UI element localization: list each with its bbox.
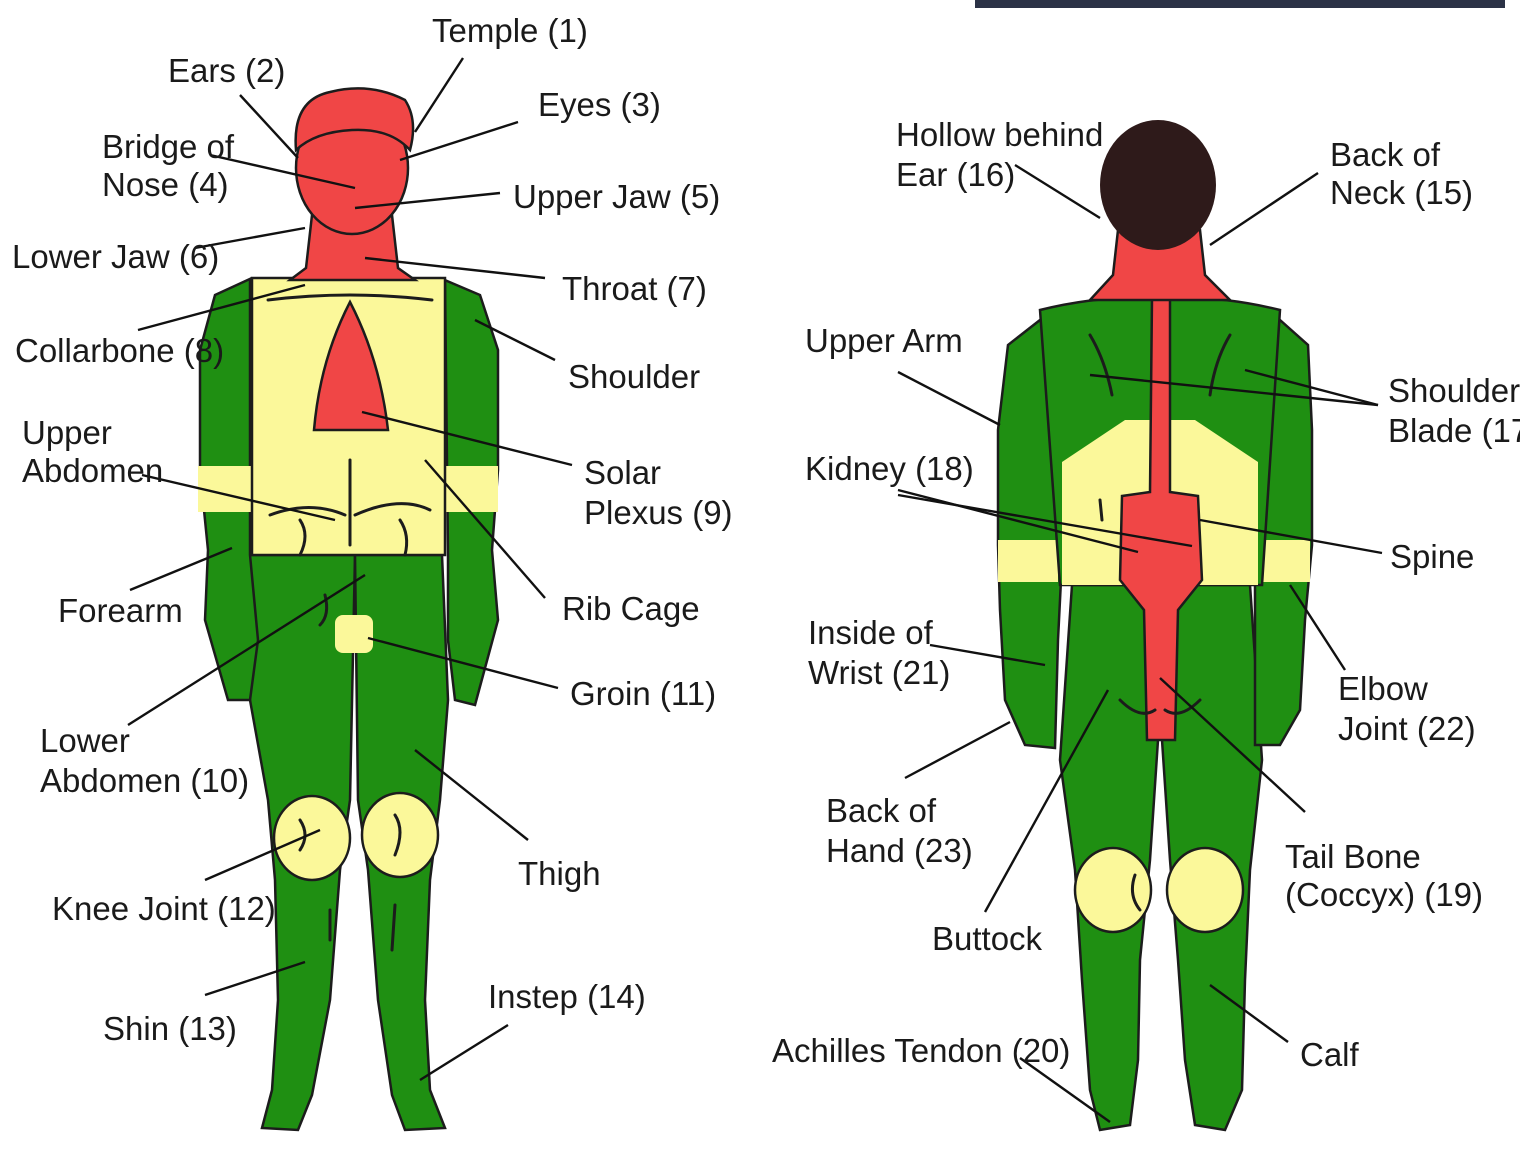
label-kidney: Kidney (18) bbox=[805, 450, 974, 487]
front-right-arm-band bbox=[446, 466, 498, 512]
label-back-of-neck-line2: Neck (15) bbox=[1330, 174, 1473, 211]
label-solar-plexus-line1: Solar bbox=[584, 454, 661, 491]
label-shoulder: Shoulder bbox=[568, 358, 700, 395]
label-temple: Temple (1) bbox=[432, 12, 588, 49]
label-shoulder-blade-line2: Blade (17) bbox=[1388, 412, 1520, 449]
label-back-of-neck-line1: Back of bbox=[1330, 136, 1441, 173]
label-upper-jaw: Upper Jaw (5) bbox=[513, 178, 720, 215]
label-bridge-of-nose-line2: Nose (4) bbox=[102, 166, 229, 203]
label-shoulder-blade-line1: Shoulder bbox=[1388, 372, 1520, 409]
label-throat: Throat (7) bbox=[562, 270, 707, 307]
label-rib-cage: Rib Cage bbox=[562, 590, 700, 627]
label-lower-abdomen-line2: Abdomen (10) bbox=[40, 762, 249, 799]
label-elbow-joint-line1: Elbow bbox=[1338, 670, 1428, 707]
label-shin: Shin (13) bbox=[103, 1010, 237, 1047]
label-tail-bone-line1: Tail Bone bbox=[1285, 838, 1421, 875]
label-lower-jaw: Lower Jaw (6) bbox=[12, 238, 219, 275]
label-back-of-hand-line1: Back of bbox=[826, 792, 937, 829]
label-hollow-behind-ear-line2: Ear (16) bbox=[896, 156, 1015, 193]
back-right-knee bbox=[1167, 848, 1243, 932]
label-tail-bone-line2: (Coccyx) (19) bbox=[1285, 876, 1483, 913]
label-calf: Calf bbox=[1300, 1036, 1360, 1073]
label-inside-of-wrist-line1: Inside of bbox=[808, 614, 934, 651]
front-figure bbox=[198, 88, 498, 1130]
label-elbow-joint-line2: Joint (22) bbox=[1338, 710, 1476, 747]
label-knee-joint: Knee Joint (12) bbox=[52, 890, 276, 927]
label-ears: Ears (2) bbox=[168, 52, 285, 89]
label-thigh: Thigh bbox=[518, 855, 601, 892]
label-achilles-tendon: Achilles Tendon (20) bbox=[772, 1032, 1070, 1069]
label-lower-abdomen-line1: Lower bbox=[40, 722, 130, 759]
label-upper-abdomen-line2: Abdomen bbox=[22, 452, 163, 489]
back-head bbox=[1100, 120, 1216, 250]
label-back-of-hand-line2: Hand (23) bbox=[826, 832, 973, 869]
banner-fragment bbox=[975, 0, 1505, 8]
label-spine: Spine bbox=[1390, 538, 1474, 575]
label-forearm: Forearm bbox=[58, 592, 183, 629]
label-groin: Groin (11) bbox=[570, 675, 716, 712]
label-upper-abdomen-line1: Upper bbox=[22, 414, 112, 451]
label-eyes: Eyes (3) bbox=[538, 86, 661, 123]
label-bridge-of-nose-line1: Bridge of bbox=[102, 128, 235, 165]
label-solar-plexus-line2: Plexus (9) bbox=[584, 494, 733, 531]
label-inside-of-wrist-line2: Wrist (21) bbox=[808, 654, 950, 691]
label-buttock: Buttock bbox=[932, 920, 1043, 957]
back-left-elbow bbox=[998, 540, 1058, 582]
back-left-knee bbox=[1075, 848, 1151, 932]
label-collarbone: Collarbone (8) bbox=[15, 332, 224, 369]
front-left-knee bbox=[274, 796, 350, 880]
back-figure bbox=[998, 120, 1312, 1130]
groin-zone bbox=[335, 615, 373, 653]
label-upper-arm: Upper Arm bbox=[805, 322, 963, 359]
label-hollow-behind-ear-line1: Hollow behind bbox=[896, 116, 1103, 153]
label-instep: Instep (14) bbox=[488, 978, 646, 1015]
